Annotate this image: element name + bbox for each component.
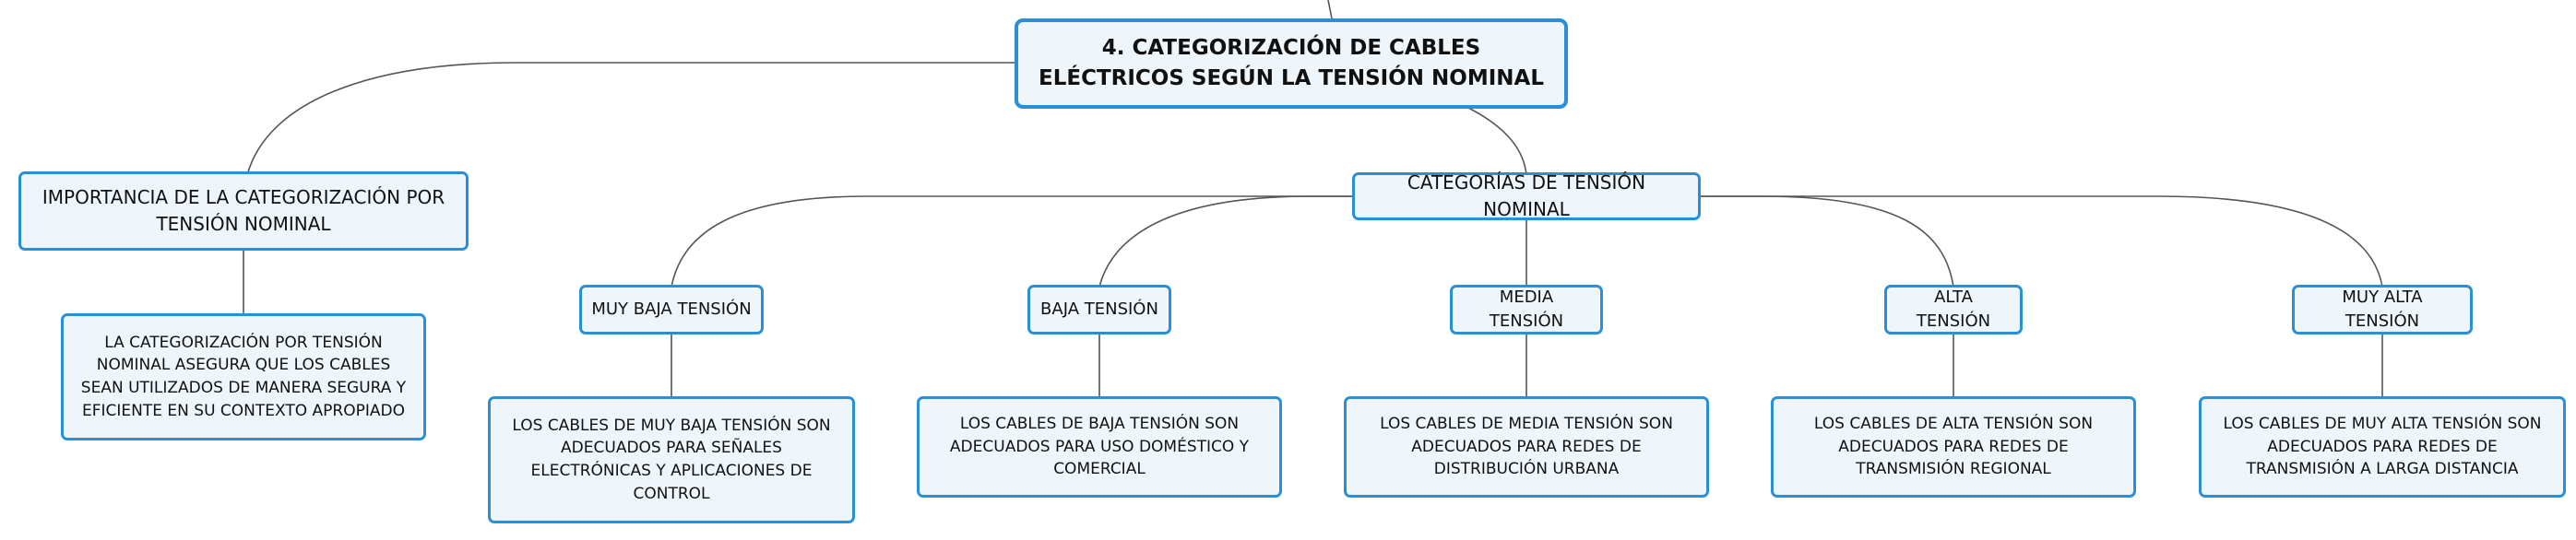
connector-cat-alta [1699,195,1954,288]
connector-cat-muyalta [1699,195,2383,288]
root-topic-label: 4. CATEGORIZACIÓN DE CABLES ELÉCTRICOS S… [1038,35,1544,90]
connector-root-importance [246,62,1015,176]
detail-alta-text: LOS CABLES DE ALTA TENSIÓN SON ADECUADOS… [1813,415,2094,479]
connector-root-categories [1466,106,1527,176]
detail-media-tension[interactable]: LOS CABLES DE MEDIA TENSIÓN SON ADECUADO… [1344,396,1709,498]
category-media-tension[interactable]: MEDIA TENSIÓN [1450,285,1603,335]
topic-categories[interactable]: CATEGORÍAS DE TENSIÓN NOMINAL [1352,171,1701,220]
topic-categories-label: CATEGORÍAS DE TENSIÓN NOMINAL [1407,171,1646,220]
topic-importance-label: IMPORTANCIA DE LA CATEGORIZACIÓN POR TEN… [42,186,445,235]
detail-importance[interactable]: LA CATEGORIZACIÓN POR TENSIÓN NOMINAL AS… [61,313,426,440]
detail-baja-tension[interactable]: LOS CABLES DE BAJA TENSIÓN SON ADECUADOS… [917,396,1282,498]
category-alta-label: ALTA TENSIÓN [1916,287,1991,331]
category-baja-label: BAJA TENSIÓN [1040,299,1158,319]
detail-baja-text: LOS CABLES DE BAJA TENSIÓN SON ADECUADOS… [949,415,1250,479]
category-alta-tension[interactable]: ALTA TENSIÓN [1884,285,2023,335]
category-baja-tension[interactable]: BAJA TENSIÓN [1027,285,1171,335]
category-media-label: MEDIA TENSIÓN [1489,287,1564,331]
category-muy-alta-tension[interactable]: MUY ALTA TENSIÓN [2292,285,2473,335]
topic-importance[interactable]: IMPORTANCIA DE LA CATEGORIZACIÓN POR TEN… [18,171,469,251]
detail-muy-baja-text: LOS CABLES DE MUY BAJA TENSIÓN SON ADECU… [512,416,831,503]
root-topic[interactable]: 4. CATEGORIZACIÓN DE CABLES ELÉCTRICOS S… [1015,18,1568,109]
detail-muy-baja-tension[interactable]: LOS CABLES DE MUY BAJA TENSIÓN SON ADECU… [488,396,855,523]
connector-cat-baja [1098,195,1354,288]
category-muy-alta-label: MUY ALTA TENSIÓN [2342,287,2423,331]
detail-muy-alta-text: LOS CABLES DE MUY ALTA TENSIÓN SON ADECU… [2223,415,2542,479]
connector-root-parent [1327,0,1333,19]
detail-media-text: LOS CABLES DE MEDIA TENSIÓN SON ADECUADO… [1380,415,1673,479]
category-muy-baja-tension[interactable]: MUY BAJA TENSIÓN [579,285,764,335]
detail-muy-alta-tension[interactable]: LOS CABLES DE MUY ALTA TENSIÓN SON ADECU… [2199,396,2566,498]
category-muy-baja-label: MUY BAJA TENSIÓN [591,299,752,319]
connector-cat-muybaja [671,195,1354,288]
detail-alta-tension[interactable]: LOS CABLES DE ALTA TENSIÓN SON ADECUADOS… [1771,396,2136,498]
detail-importance-text: LA CATEGORIZACIÓN POR TENSIÓN NOMINAL AS… [80,333,407,420]
